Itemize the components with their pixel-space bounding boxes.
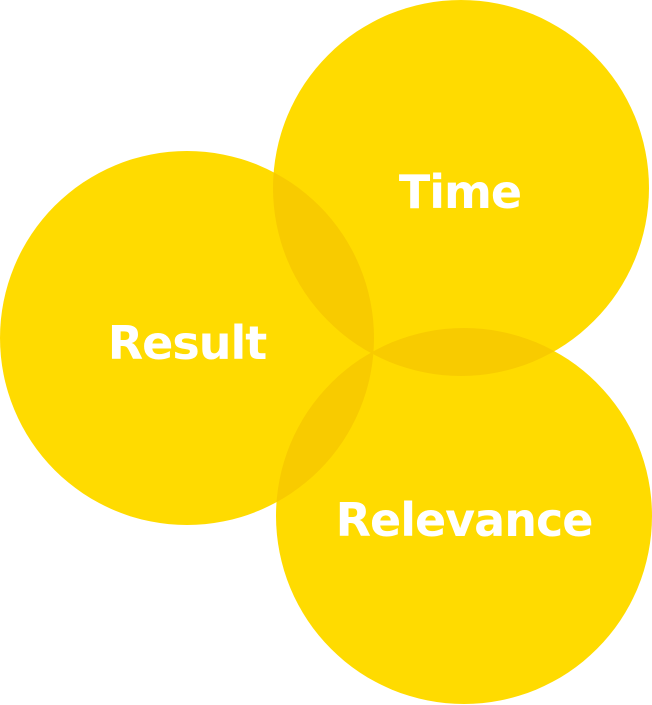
label-relevance: Relevance xyxy=(336,493,593,547)
circle-relevance xyxy=(276,328,652,704)
circle-time xyxy=(273,0,649,376)
label-result: Result xyxy=(108,316,267,370)
circle-result xyxy=(0,151,374,525)
label-time: Time xyxy=(399,165,521,219)
